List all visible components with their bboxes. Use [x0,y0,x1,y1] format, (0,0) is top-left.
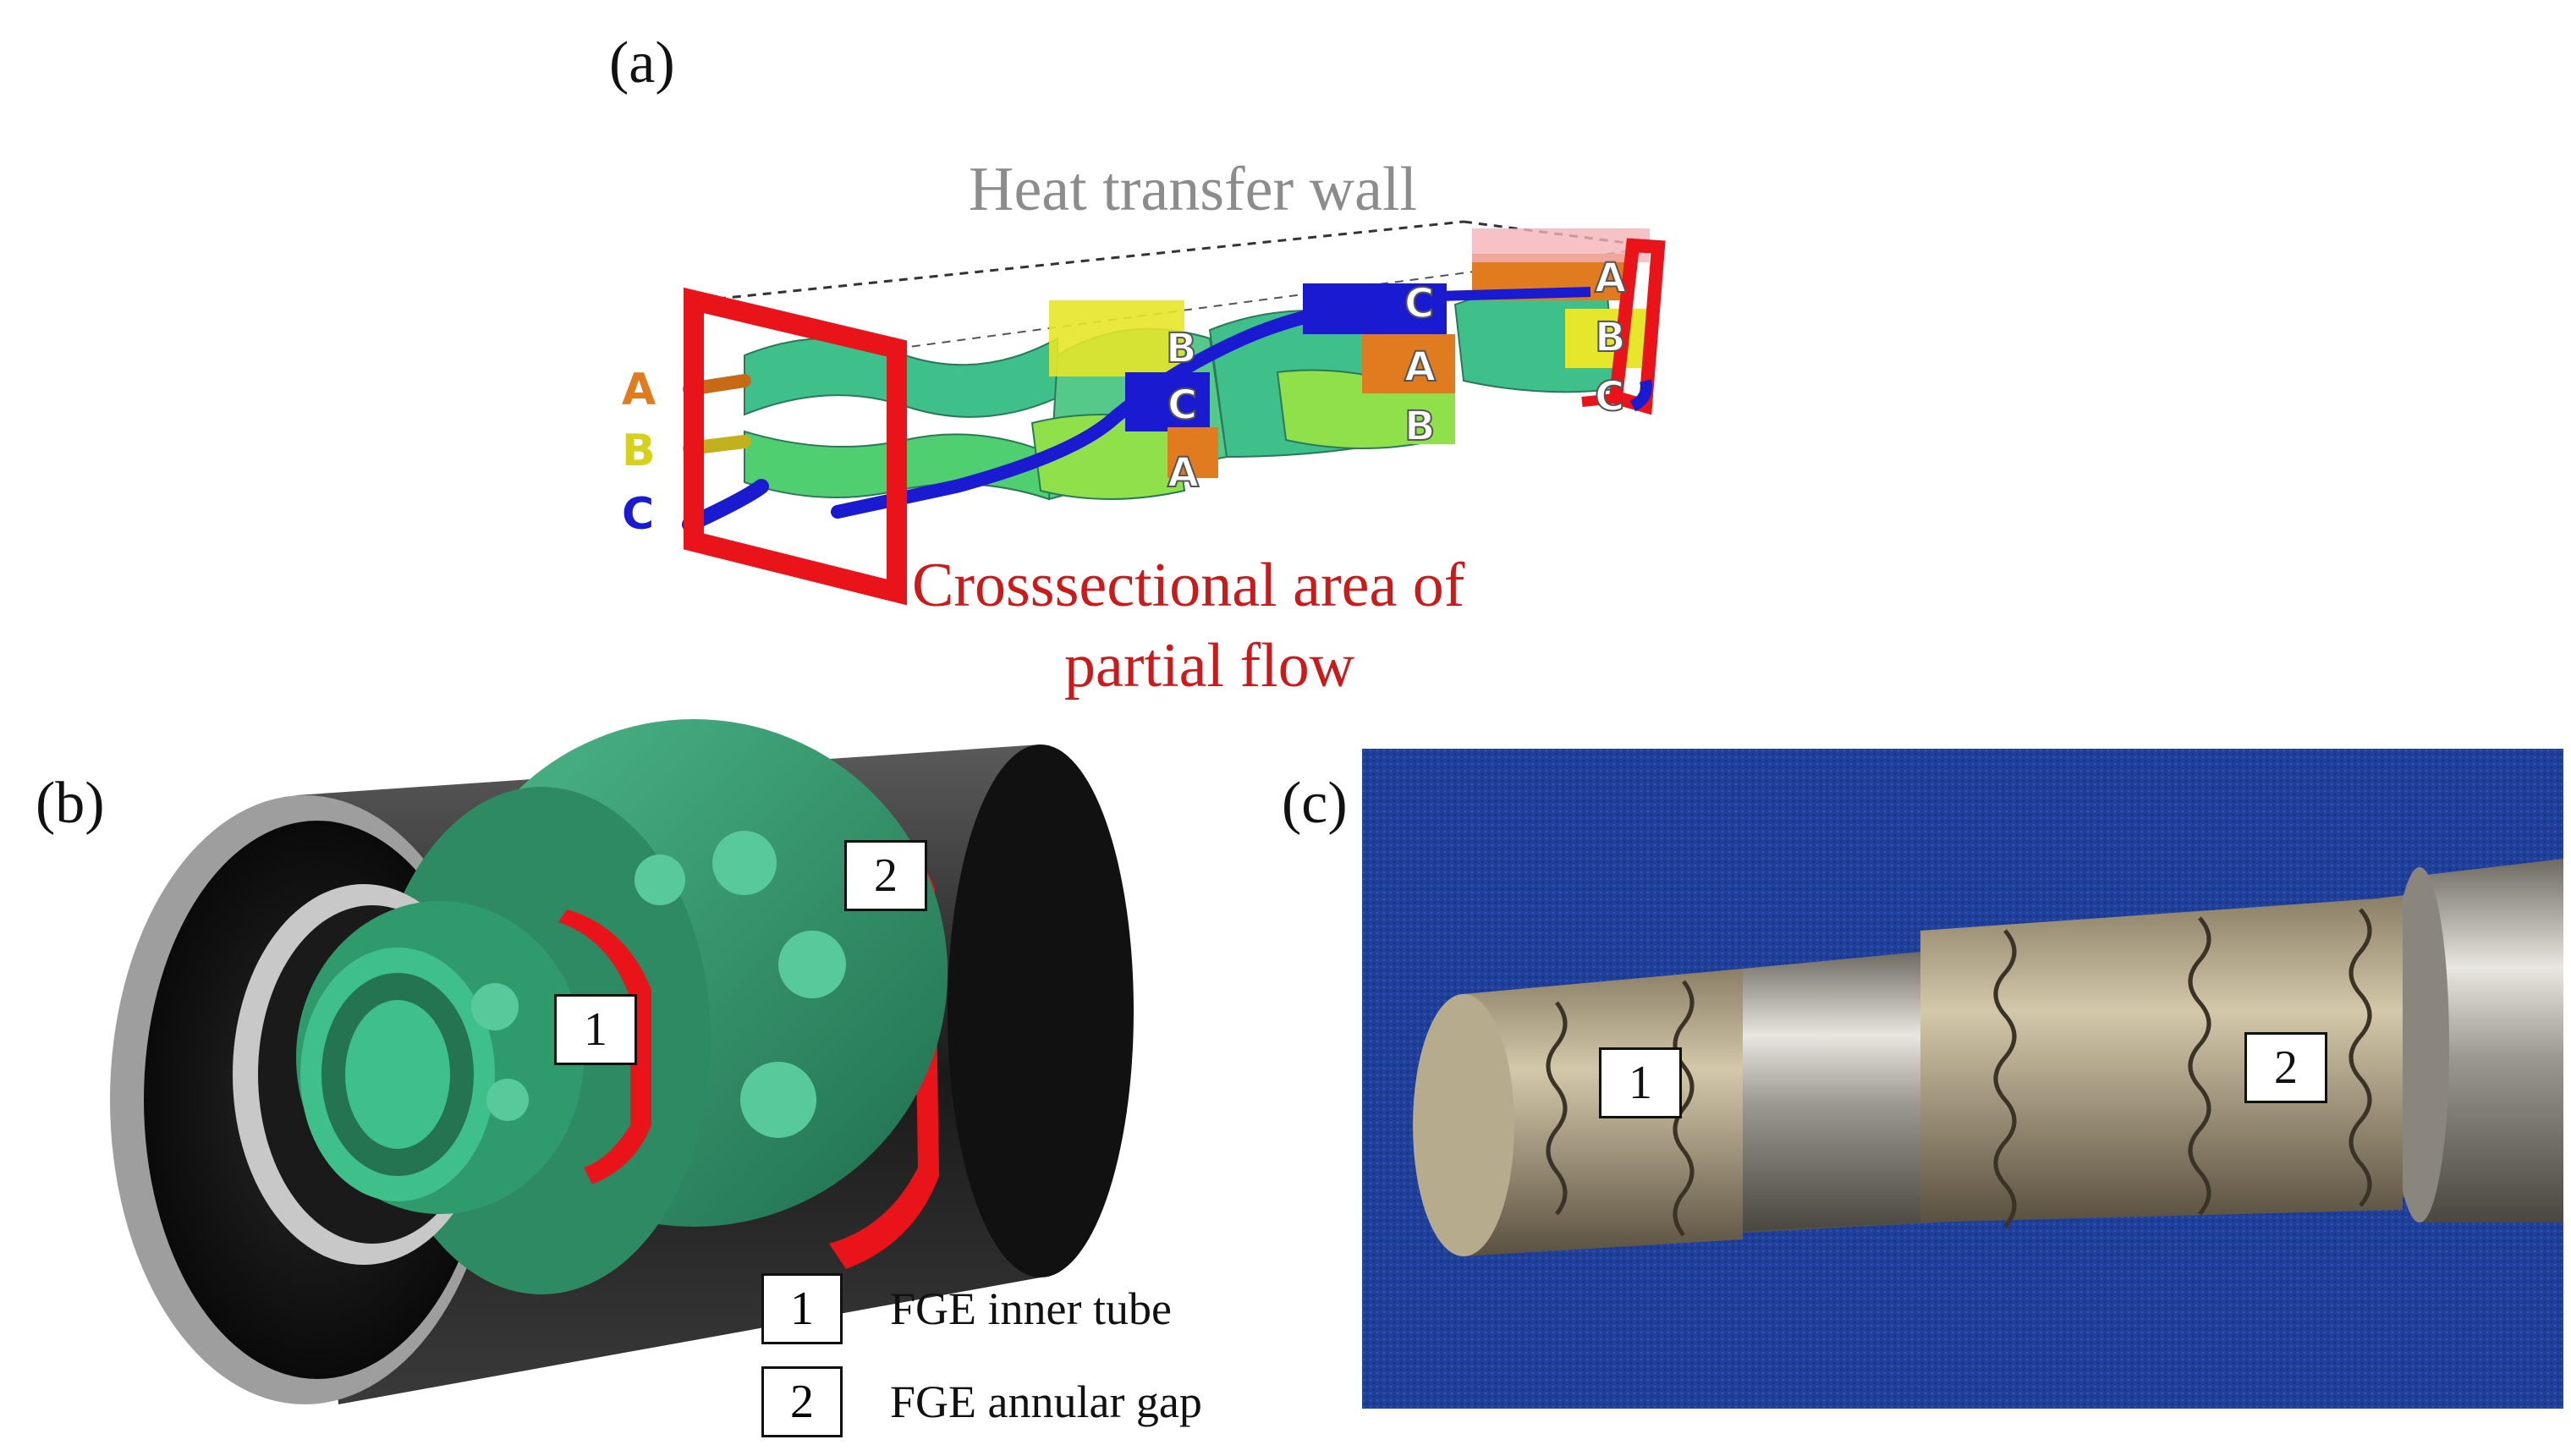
crosssection-frame-back [1608,238,1666,415]
legend-row-2: 2 FGE annular gap [761,1366,1202,1437]
legend-box-1: 1 [761,1273,843,1344]
crosssection-frame-front [684,287,907,606]
patch-label-c-mid: C [1167,382,1198,429]
inlet-letter-c: C [622,489,655,540]
patch-label-b-mid: B [1165,325,1198,372]
patch-label-b-2: B [1404,403,1437,450]
legend-text-2: FGE annular gap [890,1376,1202,1427]
inlet-letter-a: A [622,365,656,415]
legend-text-1: FGE inner tube [890,1283,1172,1334]
patch-label-a-mid: A [1167,449,1200,497]
patch-label-a-3: A [1594,255,1627,302]
legend-row-1: 1 FGE inner tube [761,1273,1172,1344]
patch-a-mid [1167,427,1218,478]
patch-a-2 [1362,334,1455,393]
panel-c-label: (c) [1282,771,1348,836]
photo-marker-1: 1 [1599,1047,1682,1118]
marker-1-inner-tube: 1 [554,994,637,1065]
crosssection-label-line1: Crosssectional area of [912,551,1465,620]
heat-transfer-wall-label: Heat transfer wall [969,155,1418,224]
photo-background [1362,749,2563,1409]
crosssection-label-line2: partial flow [1064,631,1355,701]
inlet-letter-b: B [622,426,656,476]
legend-box-2: 2 [761,1366,843,1437]
patch-label-c-3: C [1594,373,1625,420]
patch-label-b-3: B [1594,314,1627,361]
patch-label-c-2: C [1404,280,1435,327]
patch-b-mid [1049,300,1184,376]
patch-pink [1472,228,1650,262]
panel-b-label: (b) [36,771,105,836]
marker-2-annular-gap: 2 [844,840,927,911]
patch-label-a-2: A [1404,343,1437,391]
photo-marker-2: 2 [2244,1032,2327,1103]
helical-surface-7 [1030,414,1186,500]
patch-b-2 [1387,393,1455,444]
panel-a-label: (a) [609,30,675,96]
fge-prototype-photo [1362,749,2563,1409]
patch-b-3 [1565,309,1650,368]
